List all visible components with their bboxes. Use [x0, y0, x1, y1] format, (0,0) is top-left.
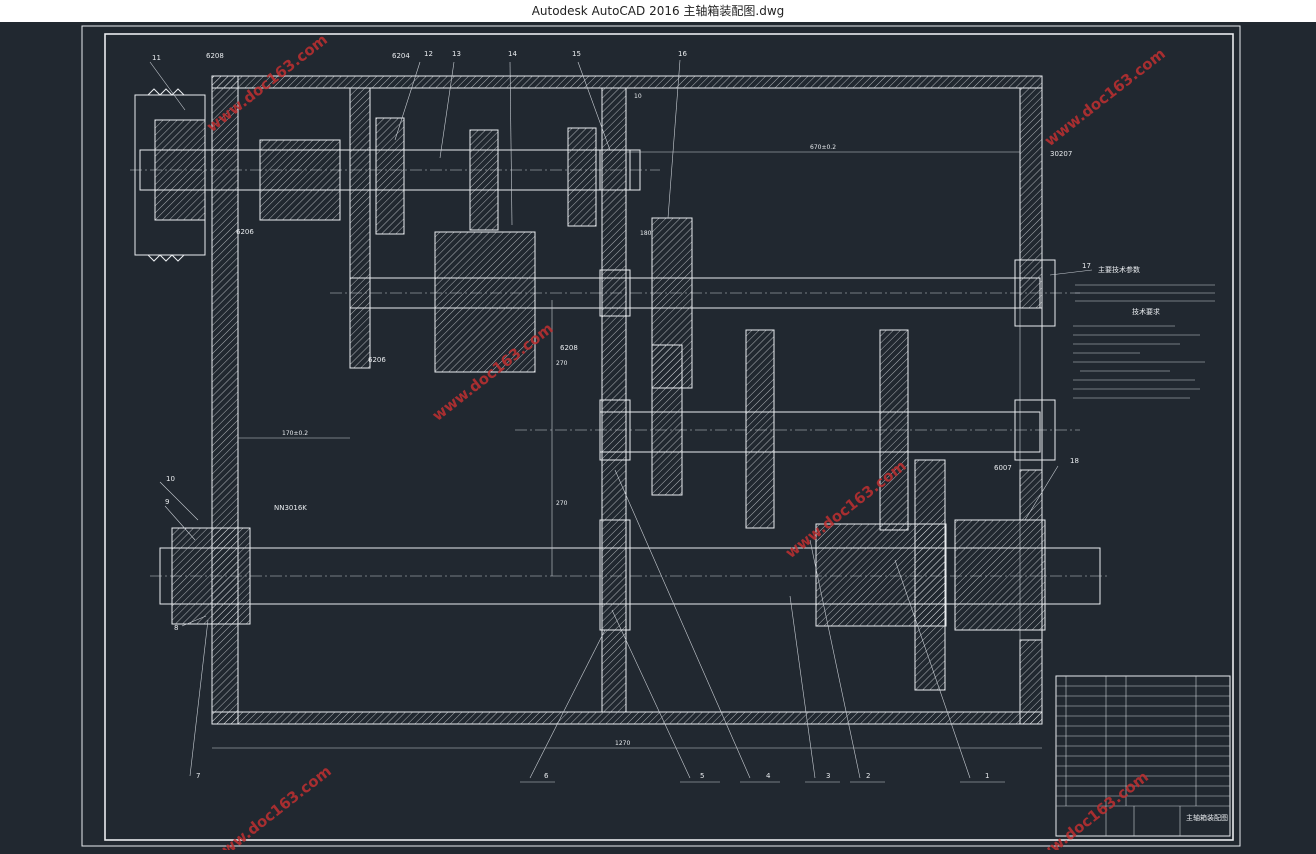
watermark-5: www.doc163.com	[207, 762, 335, 850]
part-label-17: 17	[1082, 262, 1091, 270]
dim-170: 170±0.2	[282, 430, 308, 437]
part-label-2: 2	[866, 772, 870, 780]
bearing-labels: 6208 6204 6206 30207 6208 NN3016K 6206 6…	[206, 52, 1072, 512]
part-label-10: 10	[166, 475, 175, 483]
params-title: 主要技术参数	[1098, 265, 1140, 274]
technical-notes: 主要技术参数 技术要求	[1073, 265, 1215, 399]
dim-1270: 1270	[615, 740, 630, 747]
bearing-label-1: 6208	[206, 52, 224, 60]
bearing-label-5: 6208	[560, 344, 578, 352]
dim-270a: 270	[556, 360, 568, 367]
watermark-2: www.doc163.com	[1041, 45, 1169, 150]
pulley	[134, 88, 341, 262]
part-label-18: 18	[1070, 457, 1079, 465]
part-label-14: 14	[508, 50, 517, 58]
part-label-3: 3	[826, 772, 830, 780]
window-title-bar: Autodesk AutoCAD 2016 主轴箱装配图.dwg	[0, 0, 1316, 22]
bearing-label-6: NN3016K	[274, 504, 307, 512]
part-label-4: 4	[766, 772, 771, 780]
dim-10: 10	[634, 93, 642, 100]
cad-drawing[interactable]: 670±0.2 170±0.2 1270 270 270 10 180 6208…	[0, 22, 1316, 854]
dimension-lines: 670±0.2 170±0.2 1270 270 270 10 180	[212, 93, 1042, 749]
watermark-6: www.doc163.com	[1024, 768, 1152, 850]
tech-title: 技术要求	[1132, 307, 1160, 316]
dim-270b: 270	[556, 500, 568, 507]
gears	[171, 117, 1046, 691]
bearing-blocks	[599, 149, 1056, 631]
bearing-label-7: 6206	[368, 356, 386, 364]
bearing-label-4: 30207	[1050, 150, 1072, 158]
part-label-15: 15	[572, 50, 581, 58]
part-label-7: 7	[196, 772, 200, 780]
bearing-label-2: 6204	[392, 52, 410, 60]
bearing-label-3: 6206	[236, 228, 254, 236]
part-label-8: 8	[174, 624, 178, 632]
leader-lines	[149, 59, 1093, 783]
part-label-16: 16	[678, 50, 687, 58]
part-label-12: 12	[424, 50, 433, 58]
window-title: Autodesk AutoCAD 2016 主轴箱装配图.dwg	[531, 4, 785, 18]
part-label-5: 5	[700, 772, 704, 780]
sheet-inner-border	[104, 33, 1234, 841]
part-number-labels: 1 2 3 4 5 6 7 8 9 10 11 12 13 14 15 16 1…	[152, 50, 1091, 780]
dim-670: 670±0.2	[810, 144, 836, 151]
part-label-6: 6	[544, 772, 549, 780]
part-label-13: 13	[452, 50, 461, 58]
bearing-label-8: 6007	[994, 464, 1012, 472]
part-label-1: 1	[985, 772, 989, 780]
dim-180: 180	[640, 230, 652, 237]
sheet-outer-border	[81, 25, 1241, 847]
part-label-11: 11	[152, 54, 161, 62]
part-label-9: 9	[165, 498, 169, 506]
drawing-name: 主轴箱装配图	[1186, 813, 1228, 822]
drawing-canvas[interactable]: 670±0.2 170±0.2 1270 270 270 10 180 6208…	[0, 22, 1316, 854]
title-block: 主轴箱装配图	[1055, 675, 1231, 837]
